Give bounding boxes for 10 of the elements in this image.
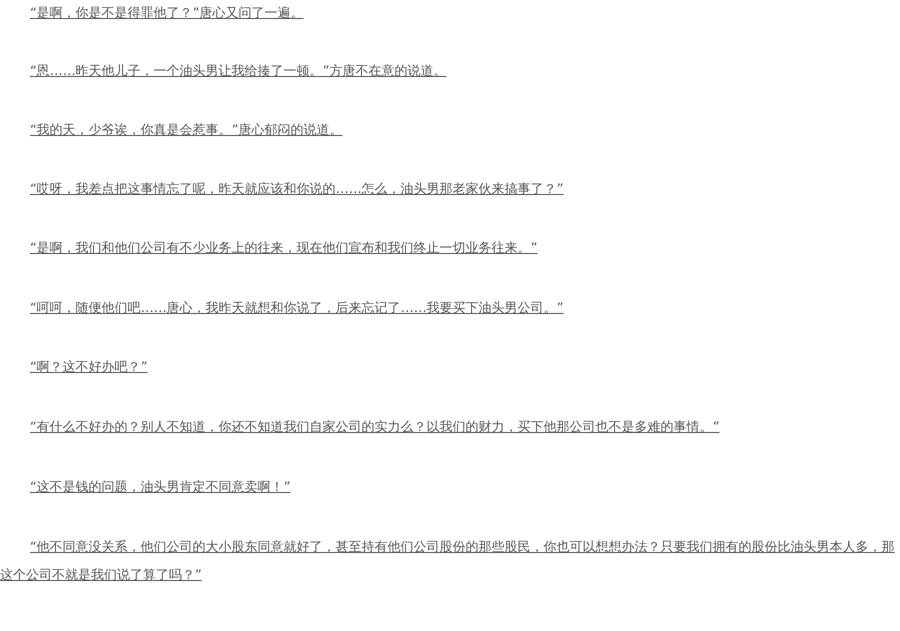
paragraph: “呵呵，随便他们吧……唐心，我昨天就想和你说了，后来忘记了……我要买下油头男公司。” [29,300,564,318]
paragraph: “啊？这不好办吧？” [29,359,148,377]
paragraph: “这不是钱的问题，油头男肯定不同意卖啊！” [29,479,292,497]
paragraph: “他不同意没关系，他们公司的大小股东同意就好了，甚至持有他们公司股份的那些股民，你也可以想想办法？只要我们拥有的股份比油头男本人多，那这个公司不就是我们说了算了吗？” [0,539,896,585]
paragraph: “哎呀，我差点把这事情忘了呢，昨天就应该和你说的……怎么，油头男那老家伙来搞事了？” [29,181,564,199]
paragraph: “我的天，少爷诶，你真是会惹事。”唐心郁闷的说道。 [29,122,344,140]
paragraph: “是啊，你是不是得罪他了？”唐心又问了一遍。 [29,5,304,23]
paragraph: “恩……昨天他儿子，一个油头男让我给揍了一顿。”方唐不在意的说道。 [29,63,448,81]
paragraph: “是啊，我们和他们公司有不少业务上的往来，现在他们宣布和我们终止一切业务往来。” [29,240,538,258]
paragraph: “有什么不好办的？别人不知道，你还不知道我们自家公司的实力么？以我们的财力，买下他那公司也不是多难的事情。” [29,419,720,437]
